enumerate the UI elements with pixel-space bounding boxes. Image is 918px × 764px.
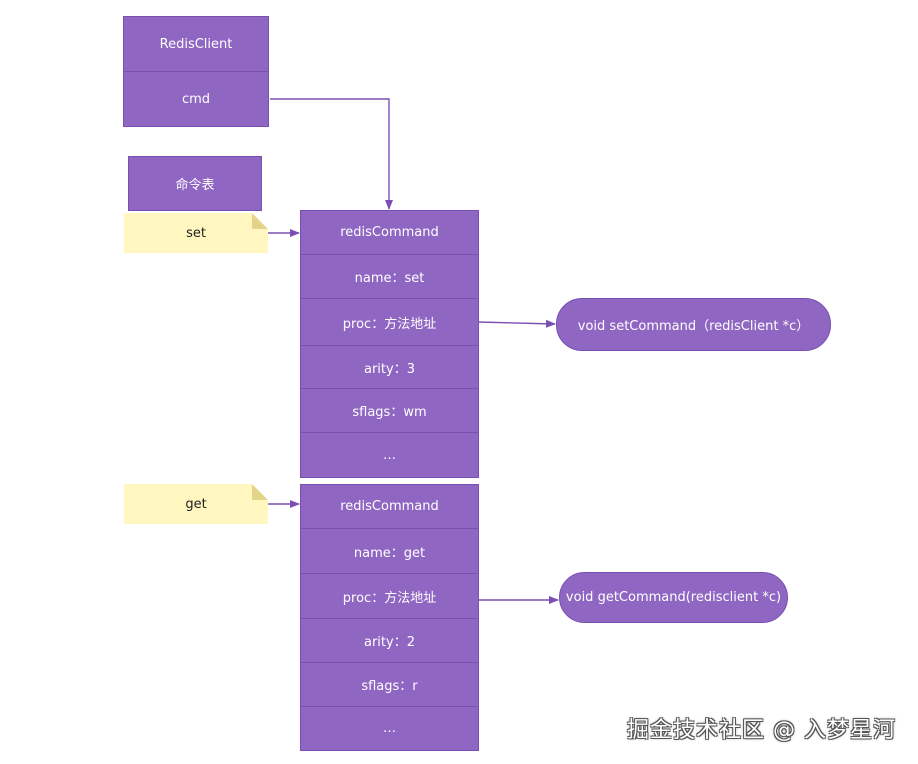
set-command-function-pill: void setCommand（redisClient *c）: [556, 298, 831, 351]
set-command-header: redisCommand: [340, 225, 439, 240]
get-command-sflags-cell: sflags：r: [300, 662, 479, 707]
set-command-arity: arity：3: [364, 361, 415, 377]
get-command-header-cell: redisCommand: [300, 484, 479, 529]
get-command-name-cell: name：get: [300, 528, 479, 574]
set-command-function: void setCommand（redisClient *c）: [577, 319, 810, 334]
get-command-more: …: [383, 721, 396, 736]
get-command-proc: proc：方法地址: [342, 590, 437, 606]
get-command-name: name：get: [353, 545, 426, 561]
get-command-proc-cell: proc：方法地址: [300, 573, 479, 619]
get-command-more-cell: …: [300, 706, 479, 751]
set-key-note: set: [124, 213, 268, 253]
watermark-text: 掘金技术社区 @ 入梦星河: [627, 718, 896, 743]
command-table-label-box: 命令表: [128, 156, 262, 211]
redis-client-title: RedisClient: [159, 36, 233, 52]
cmd-to-set-command-arrow: [270, 98, 393, 210]
set-command-arity-cell: arity：3: [300, 345, 479, 389]
get-command-header: redisCommand: [340, 499, 439, 514]
set-command-header-cell: redisCommand: [300, 210, 479, 255]
set-command-name: name：set: [354, 271, 425, 286]
command-table-label: 命令表: [175, 178, 215, 193]
get-command-function-pill: void getCommand(redisclient *c): [559, 572, 788, 623]
set-command-name-cell: name：set: [300, 254, 479, 299]
redis-client-cmd-field: cmd: [181, 91, 211, 107]
redis-client-cmd-cell: cmd: [123, 71, 269, 127]
set-proc-arrow: [477, 319, 556, 328]
get-command-function: void getCommand(redisclient *c): [565, 590, 782, 605]
set-command-proc-cell: proc：方法地址: [300, 298, 479, 346]
get-command-sflags: sflags：r: [361, 679, 418, 694]
set-key-text: set: [186, 225, 206, 241]
redis-client-title-cell: RedisClient: [123, 16, 269, 72]
set-command-sflags: sflags：wm: [352, 405, 427, 420]
set-command-proc: proc：方法地址: [342, 316, 437, 332]
get-command-arity-cell: arity：2: [300, 618, 479, 663]
get-key-text: get: [185, 496, 207, 512]
set-command-more-cell: …: [300, 432, 479, 478]
set-command-sflags-cell: sflags：wm: [300, 388, 479, 433]
set-command-more: …: [383, 447, 396, 463]
get-key-note: get: [124, 484, 268, 524]
get-command-arity: arity：2: [364, 635, 415, 650]
